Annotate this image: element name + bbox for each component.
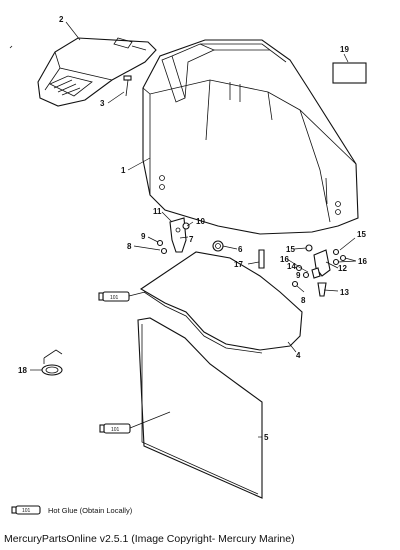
- callout-4: 4: [296, 351, 301, 360]
- callout-9: 9: [141, 232, 146, 241]
- callout-14: 14: [287, 262, 296, 271]
- callout-16: 16: [280, 255, 289, 264]
- part-main-cowl[interactable]: [142, 39, 359, 235]
- callout-7: 7: [189, 235, 194, 244]
- callout-8b: 8: [301, 296, 306, 305]
- part-seal-pad[interactable]: [139, 251, 303, 354]
- glue-tube-legend: 101: [11, 505, 41, 515]
- part-panel[interactable]: [137, 317, 263, 499]
- part-cable-tie[interactable]: [41, 349, 63, 376]
- callout-3: 3: [100, 99, 105, 108]
- svg-text:101: 101: [110, 295, 119, 301]
- glue-tube-lower: 101: [99, 423, 131, 434]
- glue-tube-upper: 101: [98, 291, 130, 302]
- part-top-cover[interactable]: [37, 37, 157, 107]
- callout-5: 5: [264, 433, 269, 442]
- callout-15: 15: [286, 245, 295, 254]
- stray-mark: [9, 45, 13, 49]
- part-screw[interactable]: [123, 75, 132, 97]
- callout-16b: 16: [358, 257, 367, 266]
- callout-11: 11: [153, 207, 162, 216]
- callout-8: 8: [127, 242, 132, 251]
- callout-10: 10: [196, 217, 205, 226]
- svg-text:101: 101: [22, 508, 31, 514]
- legend-hot-glue: Hot Glue (Obtain Locally): [48, 506, 133, 515]
- callout-2: 2: [59, 15, 64, 24]
- callout-numbers: 2 3 1 19 11 10 9 7 8 6 17 15 16 14 9 15 …: [18, 15, 367, 442]
- callout-12: 12: [338, 264, 347, 273]
- callout-17: 17: [234, 260, 243, 269]
- callout-9b: 9: [296, 271, 301, 280]
- part-grommet[interactable]: [212, 240, 224, 252]
- callout-19: 19: [340, 45, 349, 54]
- callout-15b: 15: [357, 230, 366, 239]
- svg-text:101: 101: [111, 427, 120, 433]
- footer-copyright: MercuryPartsOnline v2.5.1 (Image Copyrig…: [4, 533, 295, 545]
- part-decal[interactable]: [332, 62, 367, 84]
- leader-lines: [30, 21, 357, 438]
- callout-13: 13: [340, 288, 349, 297]
- callout-1: 1: [121, 166, 126, 175]
- latch-hardware-left[interactable]: [156, 217, 190, 255]
- callout-6: 6: [238, 245, 243, 254]
- callout-18: 18: [18, 366, 27, 375]
